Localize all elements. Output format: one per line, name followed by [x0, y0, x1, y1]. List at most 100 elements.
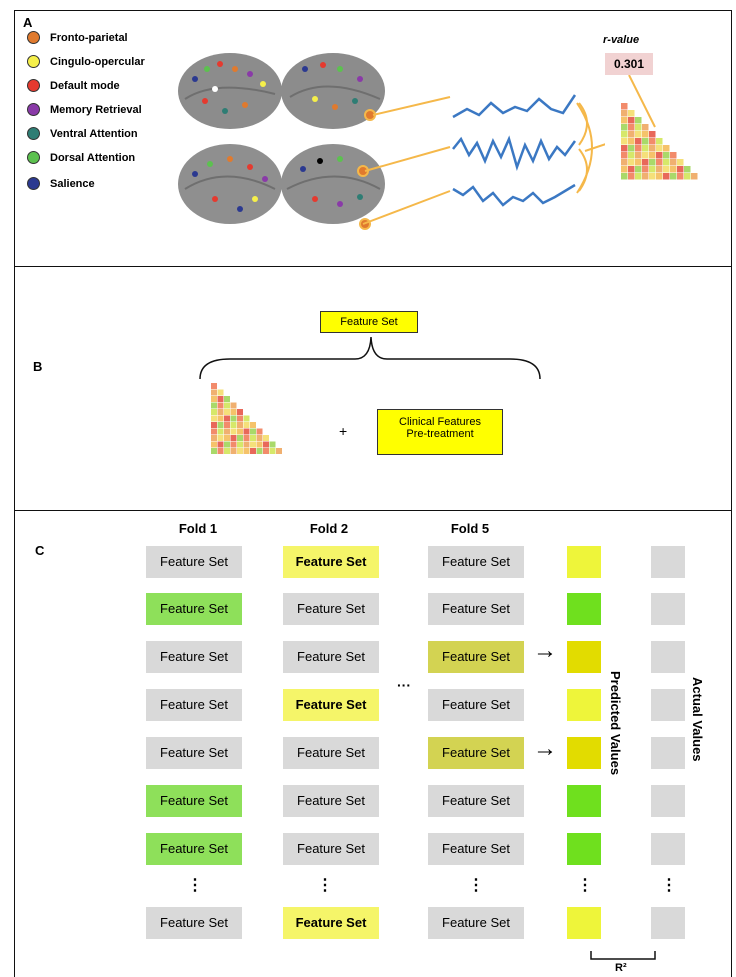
- matrix-cell: [670, 152, 677, 159]
- fold-2-feature-set-cell: Feature Set: [283, 737, 379, 769]
- predicted-value-cell: [567, 593, 601, 625]
- matrix-cell: [649, 152, 656, 159]
- matrix-cell: [621, 138, 628, 145]
- matrix-cell: [642, 124, 649, 131]
- matrix-cell: [663, 166, 670, 173]
- matrix-cell: [628, 124, 635, 131]
- matrix-cell: [217, 402, 224, 409]
- legend-color-swatch: [27, 79, 40, 92]
- r-squared-label: R²: [615, 962, 627, 974]
- matrix-cell: [642, 152, 649, 159]
- matrix-cell: [230, 428, 237, 435]
- r2-bracket: [590, 951, 656, 960]
- matrix-cell: [217, 389, 224, 396]
- matrix-cell: [256, 428, 263, 435]
- matrix-cell: [656, 138, 663, 145]
- matrix-cell: [243, 441, 250, 448]
- matrix-cell: [211, 409, 217, 415]
- actual-value-cell: [651, 833, 685, 865]
- fold-1-feature-set-cell: Feature Set: [146, 546, 242, 578]
- fold-5-feature-set-cell: Feature Set: [428, 593, 524, 625]
- matrix-cell: [217, 396, 224, 402]
- fold-2-feature-set-cell: Feature Set: [283, 641, 379, 673]
- matrix-cell: [224, 422, 230, 428]
- legend-label: Memory Retrieval: [50, 103, 142, 116]
- clinical-features-box: Clinical Features Pre-treatment: [377, 409, 503, 455]
- matrix-cell: [243, 448, 250, 454]
- matrix-cell: [656, 145, 663, 152]
- panel-b: B Feature Set + Clinical Features Pre-tr…: [14, 266, 732, 511]
- fold-5-feature-set-cell: Feature Set: [428, 737, 524, 769]
- legend-label: Dorsal Attention: [50, 151, 136, 164]
- matrix-cell: [230, 415, 237, 422]
- matrix-cell: [684, 173, 691, 180]
- fold-1-header: Fold 1: [178, 521, 218, 536]
- matrix-cell: [269, 441, 276, 448]
- connectivity-matrix-a: [621, 103, 698, 180]
- matrix-cell: [211, 402, 217, 409]
- matrix-cell: [621, 145, 628, 152]
- matrix-cell: [649, 173, 656, 180]
- matrix-cell: [621, 124, 628, 131]
- connectivity-matrix-b: [211, 383, 282, 454]
- matrix-cell: [642, 145, 649, 152]
- matrix-cell: [237, 441, 243, 448]
- matrix-cell: [663, 159, 670, 166]
- fold-5-feature-set-cell: Feature Set: [428, 641, 524, 673]
- vertical-ellipsis: ⋮: [661, 877, 677, 894]
- matrix-cell: [224, 448, 230, 454]
- fold-1-feature-set-cell: Feature Set: [146, 785, 242, 817]
- matrix-cell: [237, 428, 243, 435]
- matrix-cell: [628, 131, 635, 138]
- feature-set-label-box: Feature Set: [320, 311, 418, 333]
- legend-color-swatch: [27, 55, 40, 68]
- matrix-cell: [649, 166, 656, 173]
- vertical-ellipsis: ⋮: [468, 877, 484, 894]
- actual-value-cell: [651, 689, 685, 721]
- predicted-value-cell: [567, 546, 601, 578]
- panel-c-label: C: [35, 543, 45, 558]
- matrix-cell: [224, 415, 230, 422]
- matrix-cell: [628, 117, 635, 124]
- legend-item: Dorsal Attention: [27, 151, 135, 164]
- matrix-cell: [628, 138, 635, 145]
- fold-2-feature-set-cell: Feature Set: [283, 785, 379, 817]
- arrow-right-icon: →: [533, 637, 557, 664]
- matrix-cell: [230, 435, 237, 441]
- fold-5-header: Fold 5: [450, 521, 490, 536]
- matrix-cell: [211, 448, 217, 454]
- fold-5-feature-set-cell: Feature Set: [428, 785, 524, 817]
- panel-b-label: B: [33, 359, 43, 374]
- matrix-cell: [649, 131, 656, 138]
- fold-2-feature-set-cell: Feature Set: [283, 907, 379, 939]
- matrix-cell: [237, 422, 243, 428]
- legend-label: Fronto-parietal: [50, 31, 128, 44]
- legend-label: Cingulo-opercular: [50, 55, 145, 68]
- fold-1-feature-set-cell: Feature Set: [146, 641, 242, 673]
- matrix-cell: [656, 173, 663, 180]
- matrix-cell: [217, 435, 224, 441]
- legend-label: Ventral Attention: [50, 127, 138, 140]
- matrix-cell: [635, 124, 642, 131]
- fold-1-feature-set-cell: Feature Set: [146, 737, 242, 769]
- legend-item: Fronto-parietal: [27, 31, 128, 44]
- matrix-cell: [642, 138, 649, 145]
- matrix-cell: [677, 173, 684, 180]
- matrix-cell: [263, 448, 269, 454]
- matrix-cell: [211, 428, 217, 435]
- matrix-cell: [635, 117, 642, 124]
- matrix-cell: [628, 152, 635, 159]
- matrix-cell: [230, 441, 237, 448]
- matrix-cell: [635, 166, 642, 173]
- legend-item: Default mode: [27, 79, 120, 92]
- matrix-cell: [224, 441, 230, 448]
- matrix-cell: [642, 159, 649, 166]
- panel-a-label: A: [23, 15, 33, 30]
- matrix-cell: [250, 435, 256, 441]
- timeseries-graphic: [362, 94, 605, 225]
- matrix-cell: [243, 422, 250, 428]
- legend-label: Default mode: [50, 79, 120, 92]
- matrix-cell: [649, 138, 656, 145]
- matrix-cell: [635, 159, 642, 166]
- actual-value-cell: [651, 593, 685, 625]
